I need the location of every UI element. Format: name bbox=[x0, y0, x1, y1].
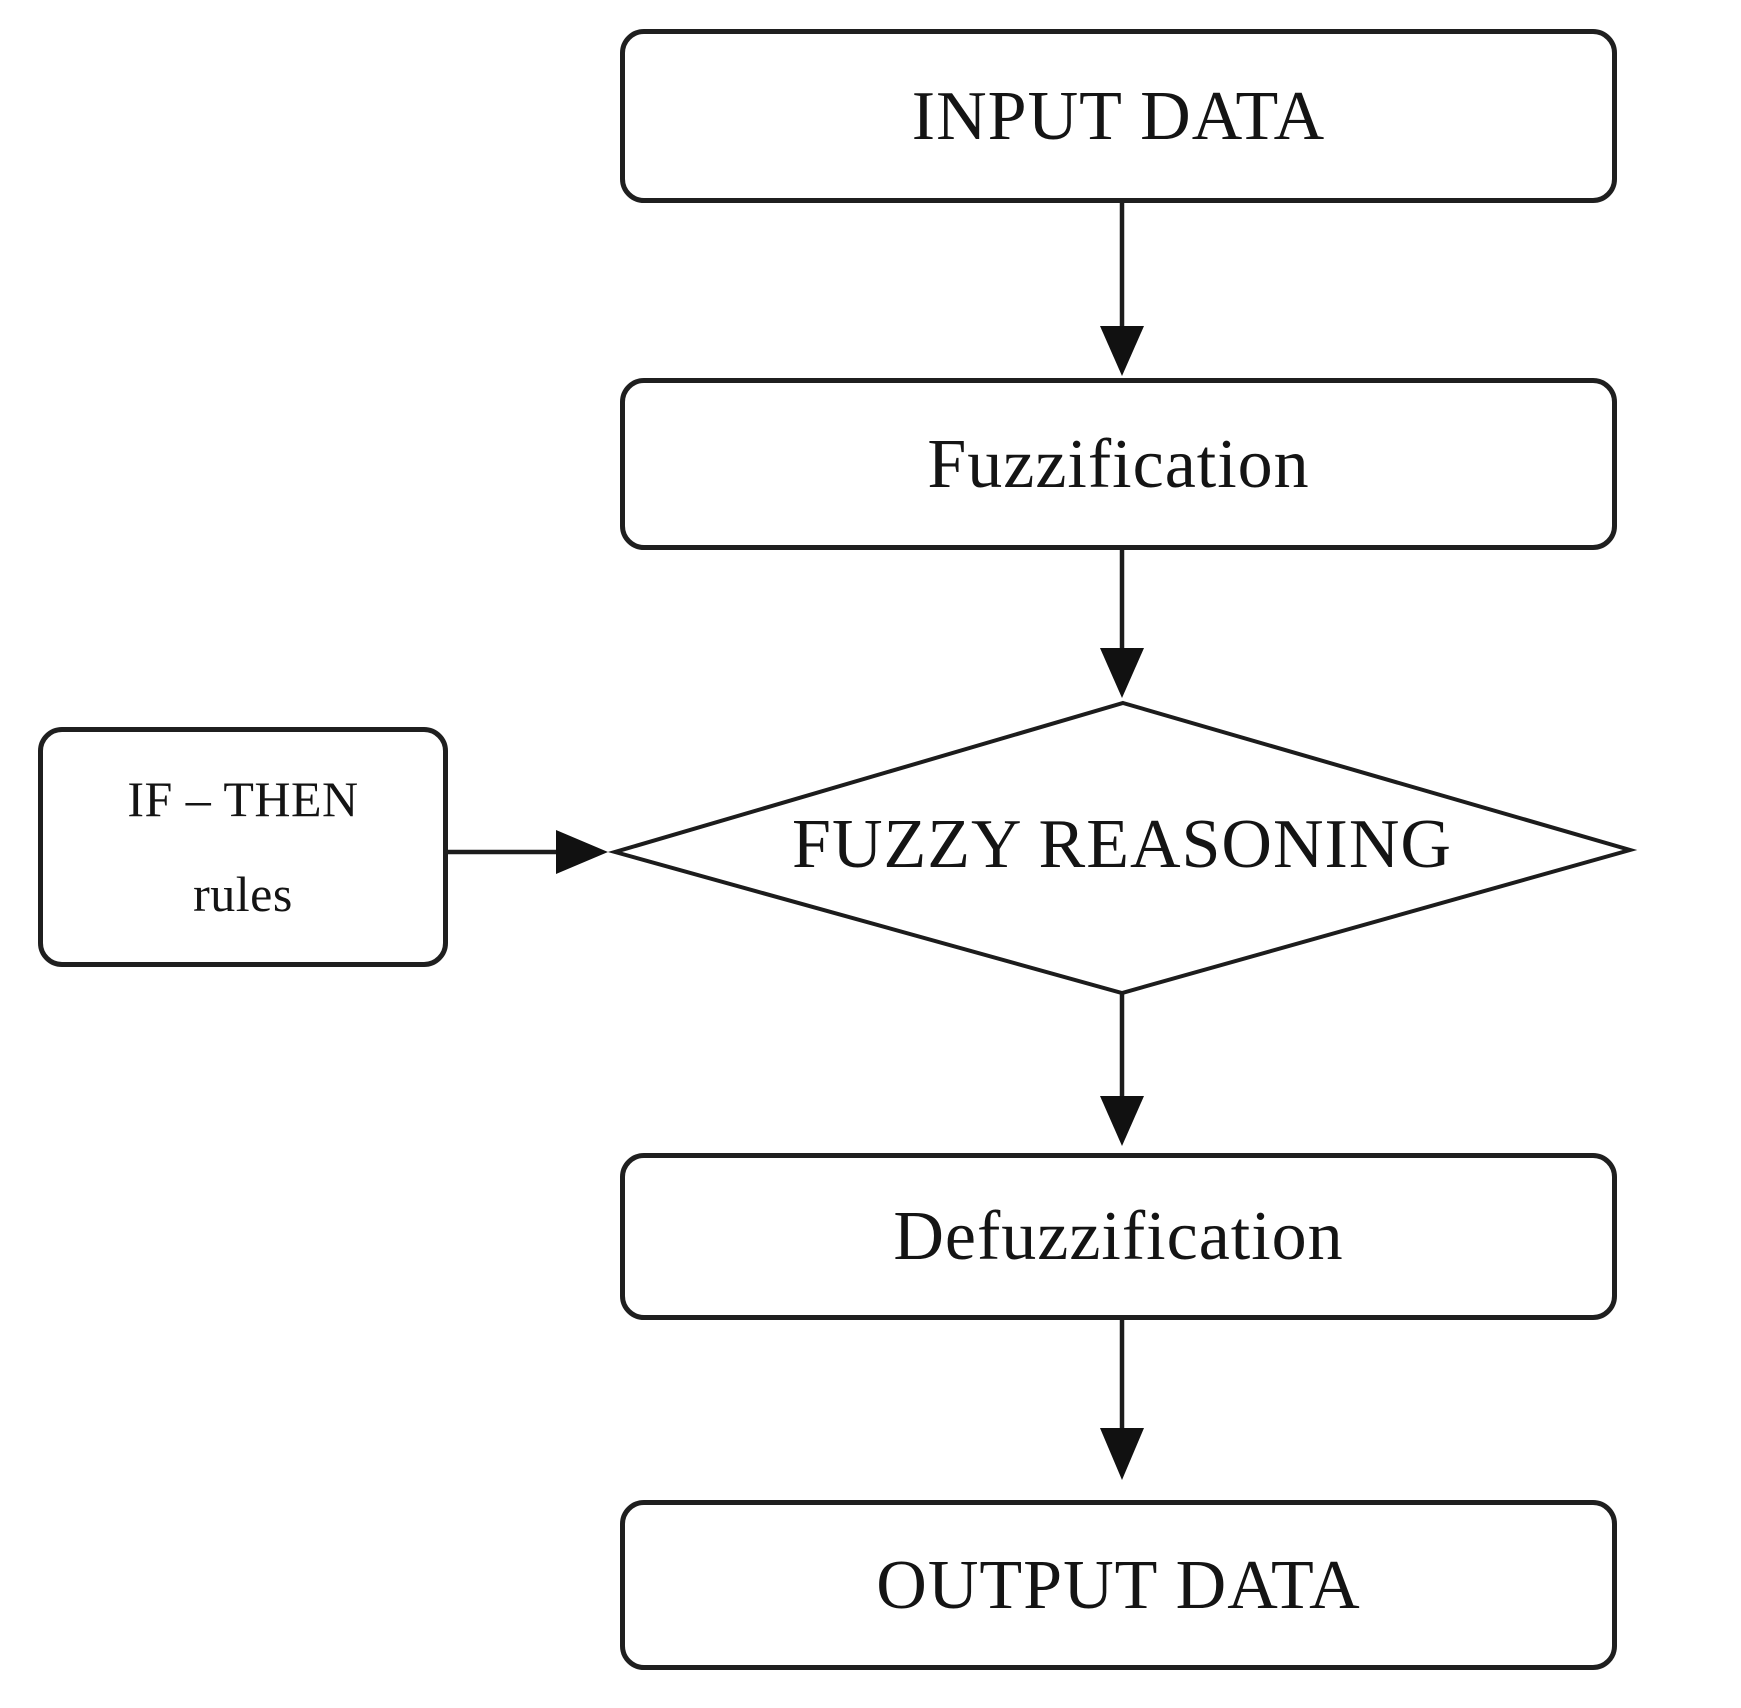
arrow-input-to-fuzzification bbox=[1100, 203, 1144, 376]
input-data-label: INPUT DATA bbox=[911, 77, 1326, 155]
output-data-label: OUTPUT DATA bbox=[876, 1546, 1361, 1624]
if-then-rules-box: IF – THEN rules bbox=[38, 727, 448, 967]
arrow-reasoning-to-defuzzification bbox=[1100, 993, 1144, 1146]
if-then-rules-label-line1: IF – THEN bbox=[127, 771, 359, 827]
if-then-rules-label-line2: rules bbox=[193, 866, 293, 922]
input-data-box: INPUT DATA bbox=[620, 29, 1617, 203]
defuzzification-box: Defuzzification bbox=[620, 1153, 1617, 1320]
arrow-fuzzification-to-reasoning bbox=[1100, 550, 1144, 698]
fuzzification-label: Fuzzification bbox=[927, 425, 1310, 503]
arrow-defuzzification-to-output bbox=[1100, 1320, 1144, 1480]
arrow-rules-to-reasoning bbox=[448, 830, 608, 874]
defuzzification-label: Defuzzification bbox=[893, 1198, 1344, 1275]
fuzzification-box: Fuzzification bbox=[620, 378, 1617, 550]
output-data-box: OUTPUT DATA bbox=[620, 1500, 1617, 1670]
fuzzy-reasoning-diamond bbox=[607, 700, 1638, 996]
fuzzy-reasoning-label: FUZZY REASONING bbox=[792, 805, 1452, 883]
